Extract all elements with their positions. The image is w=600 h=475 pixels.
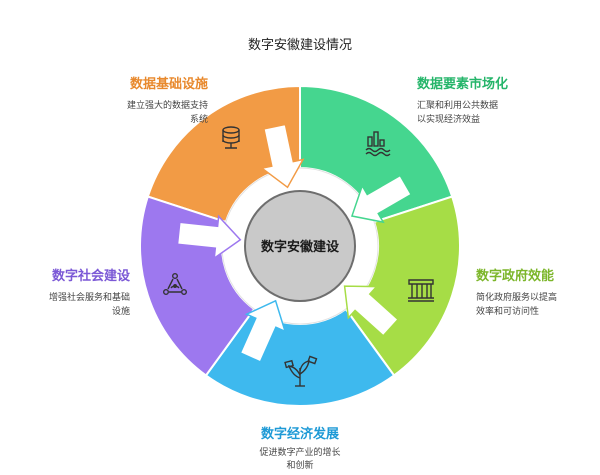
title-economic-development: 数字经济发展	[260, 427, 339, 442]
desc-data-marketization: 汇聚和利用公共数据 以实现经济效益	[417, 101, 499, 125]
database-icon	[222, 126, 240, 149]
page-title: 数字安徽建设情况	[247, 38, 352, 53]
desc-data-infrastructure: 建立强大的数据支持 系统	[126, 101, 208, 125]
label-economic-development: 数字经济发展 促进数字产业的增长 和创新	[225, 423, 375, 473]
inward-arrows	[176, 123, 413, 363]
title-data-marketization: 数据要素市场化	[417, 77, 509, 92]
arrow-data-marketization	[350, 174, 413, 224]
center-hub: 数字安徽建设	[244, 190, 356, 302]
label-social-construction: 数字社会建设 增强社会服务和基础 设施	[10, 265, 130, 319]
title-social-construction: 数字社会建设	[51, 269, 130, 284]
segment-icons	[162, 126, 434, 387]
arrow-social-construction	[176, 214, 242, 260]
label-data-marketization: 数据要素市场化 汇聚和利用公共数据 以实现经济效益	[417, 73, 577, 127]
desc-government-efficiency: 简化政府服务以提高 效率和可访问性	[476, 293, 558, 317]
title-government-efficiency: 数字政府效能	[476, 269, 555, 284]
arrow-economic-development	[239, 299, 287, 363]
community-network-icon	[162, 272, 187, 295]
government-building-icon	[408, 279, 434, 302]
arrow-data-infrastructure	[260, 123, 305, 189]
label-government-efficiency: 数字政府效能 简化政府服务以提高 效率和可访问性	[476, 265, 596, 319]
chart-waves-icon	[365, 131, 391, 157]
center-label: 数字安徽建设	[261, 239, 340, 255]
arrow-government-efficiency	[343, 285, 400, 337]
money-plant-icon	[284, 355, 318, 387]
label-data-infrastructure: 数据基础设施 建立强大的数据支持 系统	[60, 73, 208, 127]
desc-social-construction: 增强社会服务和基础 设施	[48, 293, 130, 317]
desc-economic-development: 促进数字产业的增长 和创新	[259, 448, 341, 471]
title-data-infrastructure: 数据基础设施	[129, 77, 208, 92]
